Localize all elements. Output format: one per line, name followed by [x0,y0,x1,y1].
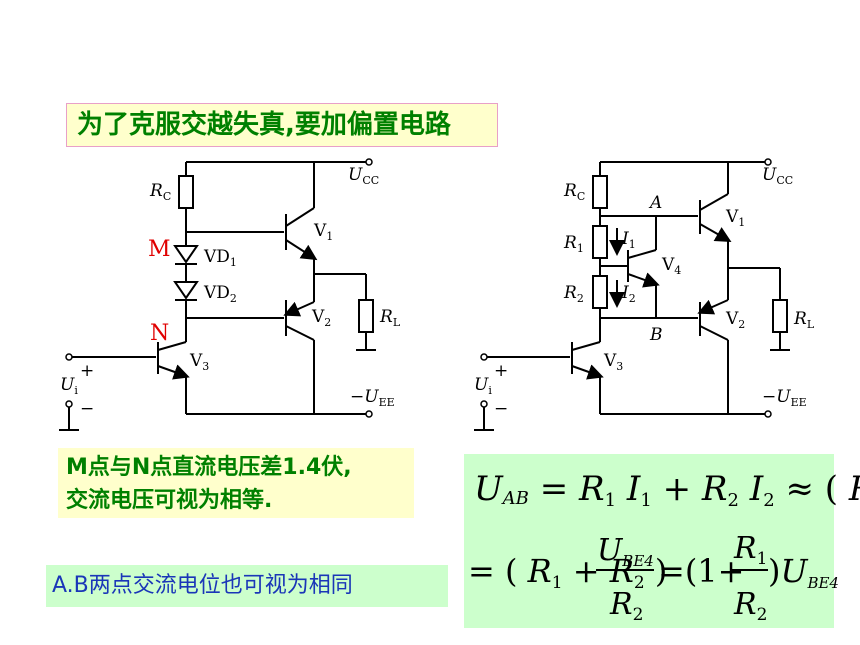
right-rc-label: RC [563,181,585,203]
left-v3-label: V3 [189,351,209,373]
right-minus-sign: − [494,399,508,419]
equation1-background [464,454,834,515]
left-input-terminal [65,353,73,361]
left-vcc-terminal [365,158,373,166]
left-ucc-label: UCC [348,165,379,187]
svg-text:)UBE4: )UBE4 [768,552,839,592]
fraction2-numerator: R1 [733,531,767,569]
right-uee-label: −UEE [762,387,807,409]
title-note: 为了克服交越失真,要加偏置电路 [66,103,498,147]
equation-ratio: = ( R1 + R2 ) UBE4 R2 =(1+ R1 R2 )UBE4 [468,531,839,625]
i1-label: I1 [621,229,636,251]
svg-text:= ( R1 +: = ( R1 + R2 ) [468,552,667,596]
vd2-label: VD2 [203,283,237,305]
left-v1-label: V1 [313,221,333,243]
right-v1-label: V1 [725,207,745,229]
right-rl-resistor [772,299,788,333]
left-ui-label: Ui [60,375,78,397]
right-circuit: RC R1 R2 I1 I2 A B V1 V2 V3 V4 RL UCC −U… [474,158,815,431]
v4-label: V4 [661,255,681,277]
fraction1-numerator: UBE4 [597,533,654,570]
r2-label: R2 [563,283,584,305]
left-rl-resistor [358,299,374,333]
svg-text:UAB = R1 I1: UAB = R1 I1 + R2 I2 ≈ ( R1 + R2 ) I2 [474,469,860,515]
left-plus-sign: + [80,361,94,381]
r1-resistor [592,225,608,259]
r1-label: R1 [563,233,584,255]
right-v3-label: V3 [603,351,623,373]
right-rc-resistor [592,175,608,209]
equation2-background [464,515,834,628]
left-circuit: M N RC VD1 VD2 V1 V2 V3 RL UCC −UEE Ui +… [59,158,401,431]
left-minus-sign: − [80,399,94,419]
left-uee-label: −UEE [350,387,395,409]
right-plus-sign: + [494,361,508,381]
node-b-label: B [649,325,663,345]
left-v2-label: V2 [311,307,331,329]
node-a-label: A [648,193,662,213]
ab-note: A.B两点交流电位也可视为相同 [46,565,448,607]
left-rc-resistor [178,175,194,209]
right-ucc-label: UCC [762,165,793,187]
svg-text:=(1+: =(1+ [658,552,744,590]
right-ui-label: Ui [474,375,492,397]
dc-note-line2: 交流电压可视为相等. [66,488,273,513]
point-n-label: N [150,321,169,346]
left-rl-label: RL [379,307,401,329]
i2-label: I2 [621,283,636,305]
point-m-label: M [148,237,171,262]
fraction1-denominator: R2 [609,587,643,625]
right-v2-label: V2 [725,309,745,331]
r2-resistor [592,275,608,309]
dc-voltage-note: M点与N点直流电压差1.4伏, 交流电压可视为相等. [58,448,414,518]
vd1-label: VD1 [203,247,237,269]
vd2-diode [173,281,199,300]
fraction2-denominator: R2 [733,587,767,625]
vd1-diode [173,245,199,264]
right-rl-label: RL [793,309,815,331]
equation-uab: UAB = R1 I1 + R2 I2 ≈ ( R1 + R2 ) I2 [474,469,860,515]
left-rc-label: RC [149,181,171,203]
dc-note-line1: M点与N点直流电压差1.4伏, [66,455,352,480]
